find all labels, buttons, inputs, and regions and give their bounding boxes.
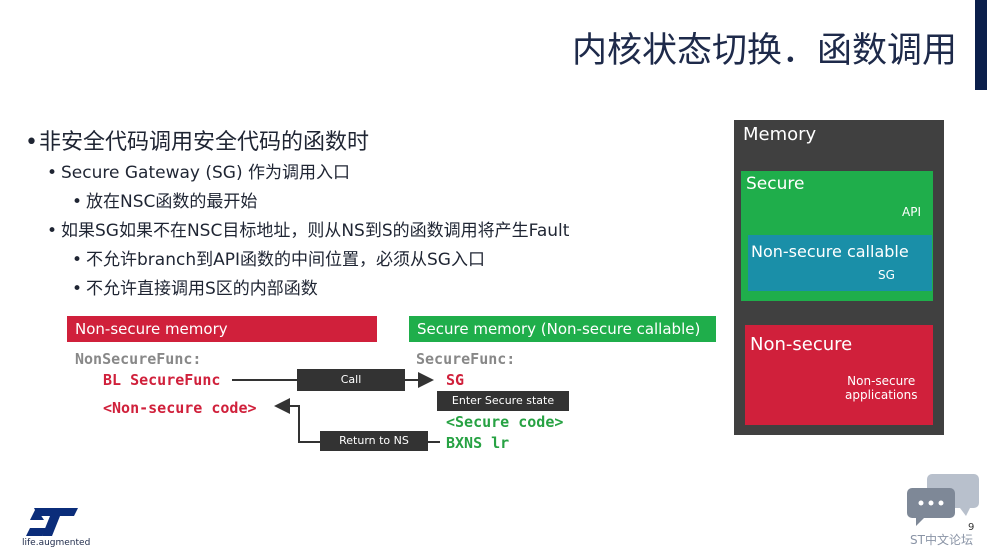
st-logo-icon bbox=[26, 508, 78, 536]
bullet-text: 放在NSC函数的最开始 bbox=[86, 192, 258, 212]
bullet-dot-icon: • bbox=[25, 130, 38, 155]
ns-code-label: <Non-secure code> bbox=[103, 399, 257, 417]
memory-title: Memory bbox=[743, 124, 817, 145]
bullet-text: 不允许branch到API函数的中间位置，必须从SG入口 bbox=[86, 250, 485, 270]
memory-map: Memory Secure API Non-secure callable SG… bbox=[734, 120, 944, 435]
s-return-instruction: BXNS lr bbox=[446, 434, 510, 452]
bullet-dot-icon: • bbox=[72, 250, 83, 270]
bullet-level3: •放在NSC函数的最开始 bbox=[72, 187, 257, 212]
bullet-level3: •不允许直接调用S区的内部函数 bbox=[72, 274, 318, 299]
page-number: 9 bbox=[968, 522, 975, 533]
enter-secure-label-box: Enter Secure state bbox=[437, 391, 569, 411]
s-code-label: <Secure code> bbox=[446, 413, 564, 431]
chat-bubble-icon bbox=[907, 474, 979, 526]
bullet-dot-icon: • bbox=[47, 163, 58, 183]
s-sg-instruction: SG bbox=[446, 371, 465, 389]
ns-memory-header: Non-secure memory bbox=[67, 316, 377, 342]
s-memory-header: Secure memory (Non-secure callable) bbox=[409, 316, 716, 342]
title-accent-bar bbox=[975, 0, 987, 90]
bullet-text: 不允许直接调用S区的内部函数 bbox=[86, 279, 318, 299]
footer-watermark: ST中文论坛 bbox=[910, 533, 973, 547]
slide-title: 内核状态切换．函数调用 bbox=[571, 31, 957, 71]
api-label: API bbox=[902, 205, 921, 219]
ns-call-instruction: BL SecureFunc bbox=[103, 371, 221, 389]
secure-label: Secure bbox=[746, 174, 805, 194]
brand-tagline: life.augmented bbox=[22, 538, 91, 548]
nonsecure-label: Non-secure bbox=[750, 334, 853, 355]
nsc-region: Non-secure callable SG bbox=[748, 235, 932, 291]
ns-apps-line2: applications bbox=[845, 388, 918, 402]
ns-apps-label: Non-secure applications bbox=[845, 374, 917, 402]
bullet-dot-icon: • bbox=[72, 192, 83, 212]
s-func-label: SecureFunc: bbox=[416, 350, 516, 368]
return-ns-label-box: Return to NS bbox=[320, 431, 428, 451]
bullet-level2: •如果SG如果不在NSC目标地址，则从NS到S的函数调用将产生Fault bbox=[47, 216, 569, 241]
bullet-dot-icon: • bbox=[47, 221, 58, 241]
bullet-level2: •Secure Gateway (SG) 作为调用入口 bbox=[47, 158, 350, 183]
bullet-level1: •非安全代码调用安全代码的函数时 bbox=[25, 124, 369, 156]
sg-label: SG bbox=[878, 268, 895, 282]
secure-region: Secure API Non-secure callable SG bbox=[741, 171, 933, 301]
bullet-dot-icon: • bbox=[72, 279, 83, 299]
bullet-text: 非安全代码调用安全代码的函数时 bbox=[39, 130, 370, 155]
call-label-box: Call bbox=[297, 369, 405, 391]
bullet-level3: •不允许branch到API函数的中间位置，必须从SG入口 bbox=[72, 245, 485, 270]
nsc-label: Non-secure callable bbox=[751, 242, 909, 261]
ns-func-label: NonSecureFunc: bbox=[75, 350, 202, 368]
ns-apps-line1: Non-secure bbox=[847, 374, 916, 388]
bullet-text: 如果SG如果不在NSC目标地址，则从NS到S的函数调用将产生Fault bbox=[61, 221, 570, 241]
bullet-text: Secure Gateway (SG) 作为调用入口 bbox=[61, 163, 350, 183]
nonsecure-region: Non-secure Non-secure applications bbox=[745, 325, 933, 425]
